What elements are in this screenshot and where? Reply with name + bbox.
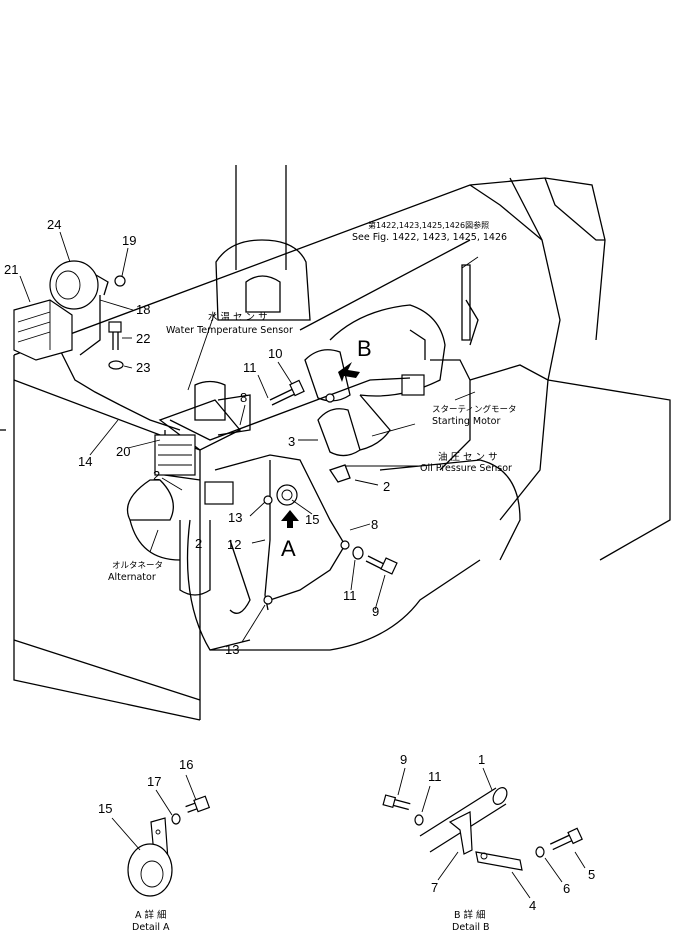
callout-9a: 9 <box>372 604 379 619</box>
callout-6: 6 <box>563 881 570 896</box>
callout-11c: 11 <box>428 769 442 784</box>
callout-8b: 8 <box>371 517 378 532</box>
callout-12: 12 <box>227 537 241 552</box>
callout-9b: 9 <box>400 752 407 767</box>
bolt-22 <box>108 321 122 350</box>
marker-b-label: B <box>357 336 372 361</box>
callout-13b: 13 <box>225 642 239 657</box>
washer-23 <box>108 360 124 370</box>
callout-13a: 13 <box>228 510 242 525</box>
callout-11a: 11 <box>243 360 257 375</box>
leader-lines <box>19 231 479 643</box>
callout-14: 14 <box>78 454 92 469</box>
water-temp-sensor-jp: 水 温 セ ン サ <box>208 311 268 323</box>
callout-17: 17 <box>147 774 161 789</box>
water-temp-sensor-en: Water Temperature Sensor <box>166 325 293 336</box>
marker-a-label: A <box>281 536 296 561</box>
wiring-harness <box>59 295 411 611</box>
starting-motor-en: Starting Motor <box>432 416 500 427</box>
callout-8a: 8 <box>240 390 247 405</box>
callout-1: 1 <box>478 752 485 767</box>
detail-a-jp: A 詳 細 <box>135 909 167 921</box>
engine-outline <box>0 165 671 721</box>
callout-15b: 15 <box>98 801 112 816</box>
oil-pressure-sensor-en: Oil Pressure Sensor <box>420 463 512 474</box>
callout-23: 23 <box>136 360 150 375</box>
see-fig-en: See Fig. 1422, 1423, 1425, 1426 <box>352 232 507 243</box>
callout-16: 16 <box>179 757 193 772</box>
detail-b-clamp <box>382 767 586 899</box>
callout-10: 10 <box>268 346 282 361</box>
alternator-en: Alternator <box>108 572 156 583</box>
callout-4: 4 <box>529 898 536 913</box>
callout-19: 19 <box>122 233 136 248</box>
callout-20: 20 <box>116 444 130 459</box>
detail-a-en: Detail A <box>132 922 170 933</box>
callout-2c: 2 <box>383 479 390 494</box>
callout-3: 3 <box>288 434 295 449</box>
callout-21: 21 <box>4 262 18 277</box>
detail-a-horn <box>111 774 211 897</box>
oil-pressure-sensor-jp: 油 圧 セ ン サ <box>438 451 498 463</box>
callout-22: 22 <box>136 331 150 346</box>
callout-24: 24 <box>47 217 61 232</box>
detail-b-en: Detail B <box>452 922 490 933</box>
starting-motor-jp: スターティングモータ <box>432 404 517 415</box>
arrow-b <box>338 362 360 382</box>
arrow-a <box>281 510 299 528</box>
callout-2a: 2 <box>153 468 160 483</box>
detail-b-jp: B 詳 細 <box>454 909 486 921</box>
bolt-9-right <box>352 546 398 575</box>
callout-15a: 15 <box>305 512 319 527</box>
alternator-jp: オルタネータ <box>112 561 163 571</box>
callout-5: 5 <box>588 867 595 882</box>
bolt-10 <box>269 379 305 406</box>
callout-11b: 11 <box>343 588 357 603</box>
louver-box <box>13 299 73 361</box>
callout-7: 7 <box>431 880 438 895</box>
callout-2b: 2 <box>195 536 202 551</box>
horn-top <box>49 260 126 310</box>
see-fig-jp: 第1422,1423,1425,1426図参照 <box>368 220 489 230</box>
callout-18: 18 <box>136 302 150 317</box>
